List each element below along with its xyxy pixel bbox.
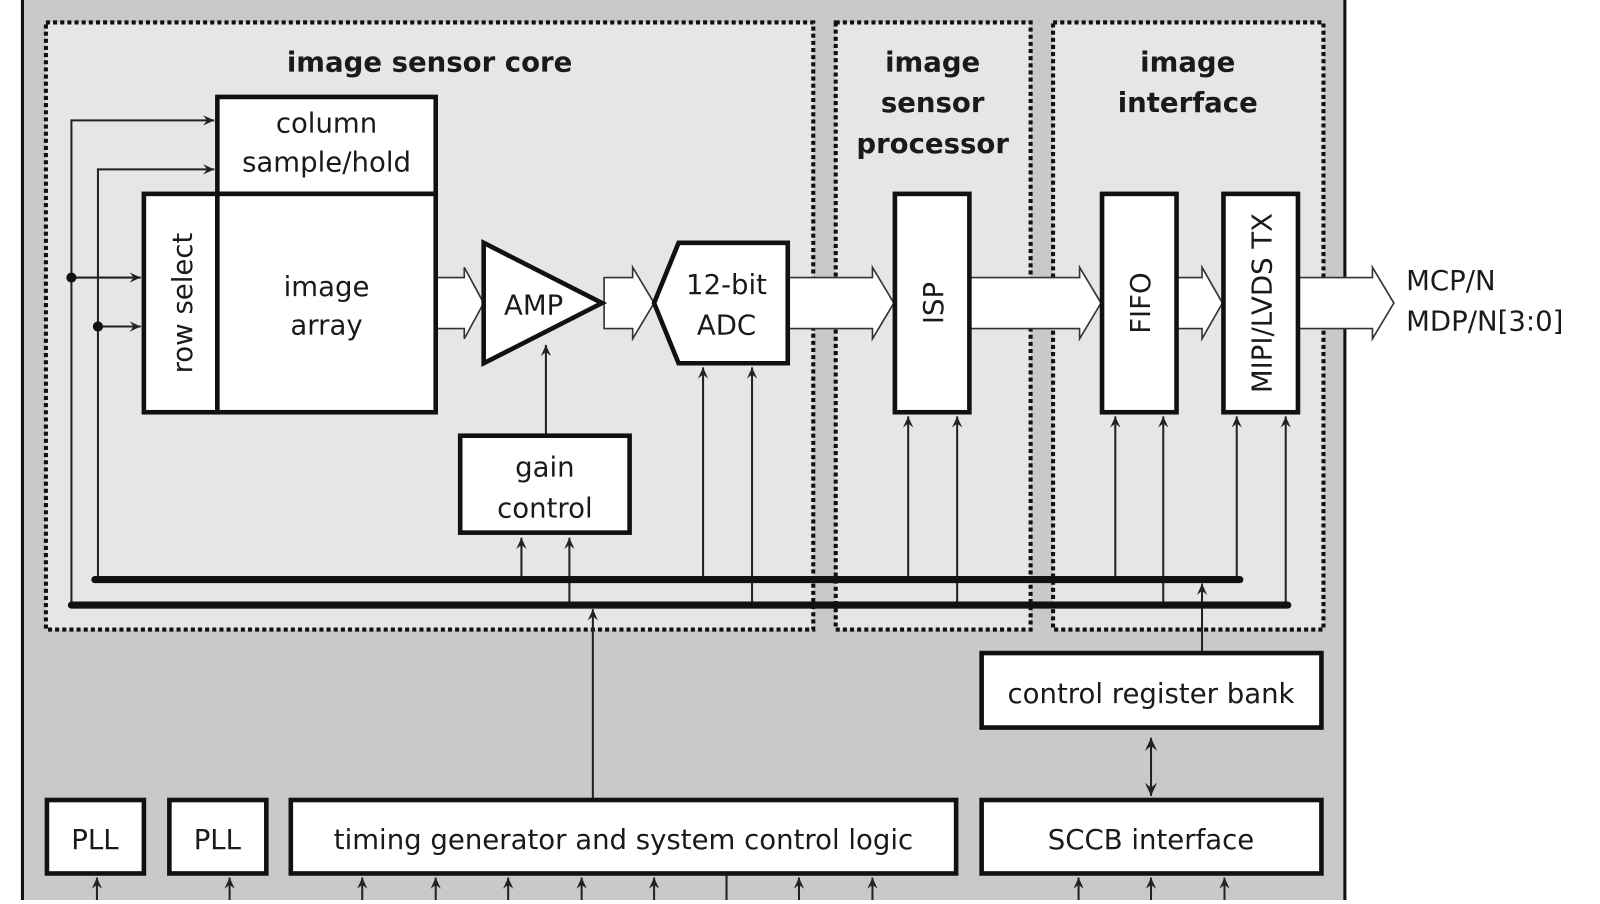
column-label-2: sample/hold	[242, 146, 411, 178]
region-iface-label-2: interface	[1118, 87, 1258, 119]
isp-label: ISP	[918, 282, 950, 324]
image-array-block: image array	[215, 191, 439, 415]
pll-block-1: PLL	[44, 797, 147, 876]
amp-block: AMP	[481, 239, 608, 368]
mipi-label: MIPI/LVDS TX	[1246, 213, 1278, 393]
data-path-arrows	[435, 264, 1395, 342]
sccb-interface-block: SCCB interface	[979, 797, 1324, 876]
pll1-label: PLL	[71, 824, 119, 856]
timing-label: timing generator and system control logi…	[334, 824, 913, 856]
gain-control-block: gain control	[457, 433, 632, 535]
region-isp-label-3: processor	[856, 128, 1009, 160]
array-label-1: image	[284, 271, 370, 303]
column-sample-hold-block: column sample/hold	[215, 94, 439, 197]
bottom-input-arrows	[91, 875, 1230, 904]
pll-block-2: PLL	[167, 797, 269, 876]
pll2-label: PLL	[194, 824, 242, 856]
bus-taps	[516, 344, 1291, 798]
region-iface-label-1: image	[1140, 46, 1235, 78]
mipi-lvds-tx-block: MIPI/LVDS TX	[1221, 191, 1301, 415]
region-isp-label-1: image	[885, 46, 980, 78]
gain-label-2: control	[497, 492, 593, 524]
row-select-label: row select	[167, 233, 199, 374]
region-isp-label-2: sensor	[881, 87, 985, 119]
adc-label-1: 12-bit	[686, 269, 767, 301]
gain-label-1: gain	[515, 452, 574, 484]
region-core-label: image sensor core	[287, 46, 572, 78]
amp-label: AMP	[504, 289, 563, 321]
fifo-block: FIFO	[1099, 191, 1179, 415]
adc-label-2: ADC	[697, 310, 756, 342]
isp-block: ISP	[892, 191, 972, 415]
fifo-label: FIFO	[1125, 272, 1157, 334]
adc-block: 12-bit ADC	[651, 240, 791, 366]
sccb-label: SCCB interface	[1048, 824, 1254, 856]
output-label-mdp: MDP/N[3:0]	[1406, 306, 1563, 338]
control-register-bank-block: control register bank	[979, 650, 1324, 730]
array-label-2: array	[290, 310, 362, 342]
left-control-wires	[66, 115, 215, 606]
control-register-label: control register bank	[1008, 678, 1295, 710]
row-select-block: row select	[141, 191, 220, 415]
timing-generator-block: timing generator and system control logi…	[288, 797, 959, 876]
column-label-1: column	[276, 108, 377, 140]
output-label-mcp: MCP/N	[1406, 265, 1496, 297]
